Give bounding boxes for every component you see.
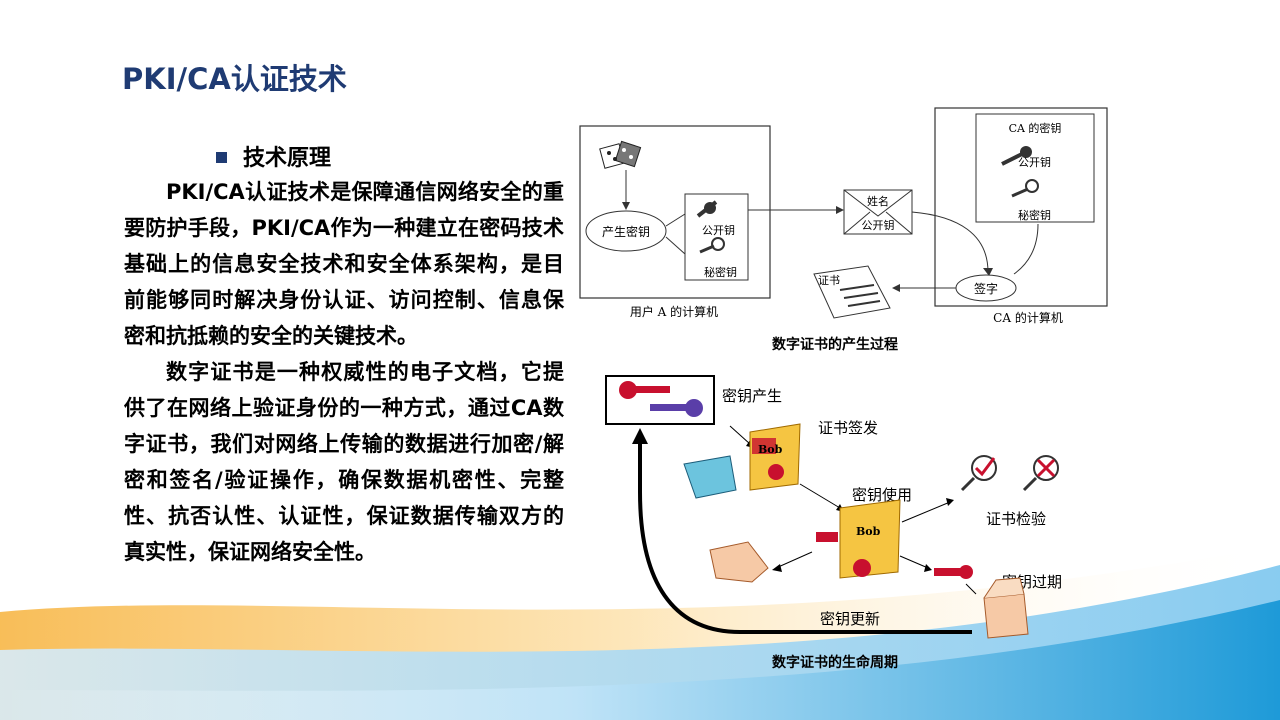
magnifier-cross-icon — [1022, 455, 1059, 492]
hand-icon — [683, 455, 737, 499]
certificate-icon — [813, 265, 891, 319]
key-icon — [696, 200, 718, 218]
page-title: PKI/CA认证技术 — [122, 62, 347, 96]
key-use-label: 密钥使用 — [852, 486, 912, 504]
bob-label-1: Bob — [758, 443, 783, 456]
ca-private-key-label: 秘密钥 — [1018, 208, 1051, 222]
key-icon — [934, 565, 973, 579]
envelope-icon — [843, 189, 913, 235]
key-update-label: 密钥更新 — [820, 610, 880, 628]
ca-public-key-label: 公开钥 — [1018, 155, 1051, 169]
cert-issue-label: 证书签发 — [818, 419, 878, 437]
figure-certificate-lifecycle: 密钥产生 Bob 证书签发 密钥使用 Bob 证书检验 — [605, 375, 1062, 639]
key-icon — [699, 237, 725, 254]
envelope-name-label: 姓名 — [867, 194, 889, 208]
body-text: PKI/CA认证技术是保障通信网络安全的重要防护手段，PKI/CA作为一种建立在… — [124, 174, 564, 570]
broken-box-icon — [709, 541, 769, 583]
figure2-caption: 数字证书的生命周期 — [772, 655, 898, 671]
dice-icon — [599, 140, 642, 169]
bullet-text: 技术原理 — [243, 146, 332, 171]
key-generate-label: 密钥产生 — [722, 387, 782, 405]
user-computer-label: 用户 A 的计算机 — [630, 304, 718, 319]
key-pair-icon — [619, 381, 703, 417]
cert-verify-label: 证书检验 — [986, 510, 1046, 528]
key-icon — [1011, 179, 1039, 198]
bob-label-2: Bob — [856, 525, 881, 538]
open-box-icon — [983, 577, 1029, 639]
public-key-label: 公开钥 — [702, 223, 735, 237]
paragraph-certificate: 数字证书是一种权威性的电子文档，它提供了在网络上验证身份的一种方式，通过CA数字… — [124, 360, 564, 564]
figure1-caption: 数字证书的产生过程 — [772, 337, 898, 353]
certificate-label: 证书 — [818, 274, 840, 287]
private-key-label: 秘密钥 — [704, 265, 737, 279]
ca-keys-label: CA 的密钥 — [1009, 121, 1062, 135]
certificate-scroll-icon — [816, 499, 901, 579]
magnifier-check-icon — [960, 455, 997, 492]
figure-certificate-generation: 产生密钥 公开钥 秘密钥 用户 A 的计算机 姓名 公开钥 CA 的密钥 公开钥… — [579, 107, 1108, 325]
generate-key-label: 产生密钥 — [602, 224, 650, 239]
bullet-heading: 技术原理 — [216, 140, 331, 172]
certificate-scroll-icon — [749, 423, 801, 491]
sign-label: 签字 — [974, 281, 998, 296]
key-icon — [1001, 146, 1032, 166]
bullet-square-icon — [216, 152, 227, 163]
paragraph-pki: PKI/CA认证技术是保障通信网络安全的重要防护手段，PKI/CA作为一种建立在… — [124, 180, 564, 348]
envelope-key-label: 公开钥 — [862, 218, 895, 232]
ca-computer-label: CA 的计算机 — [993, 310, 1063, 325]
